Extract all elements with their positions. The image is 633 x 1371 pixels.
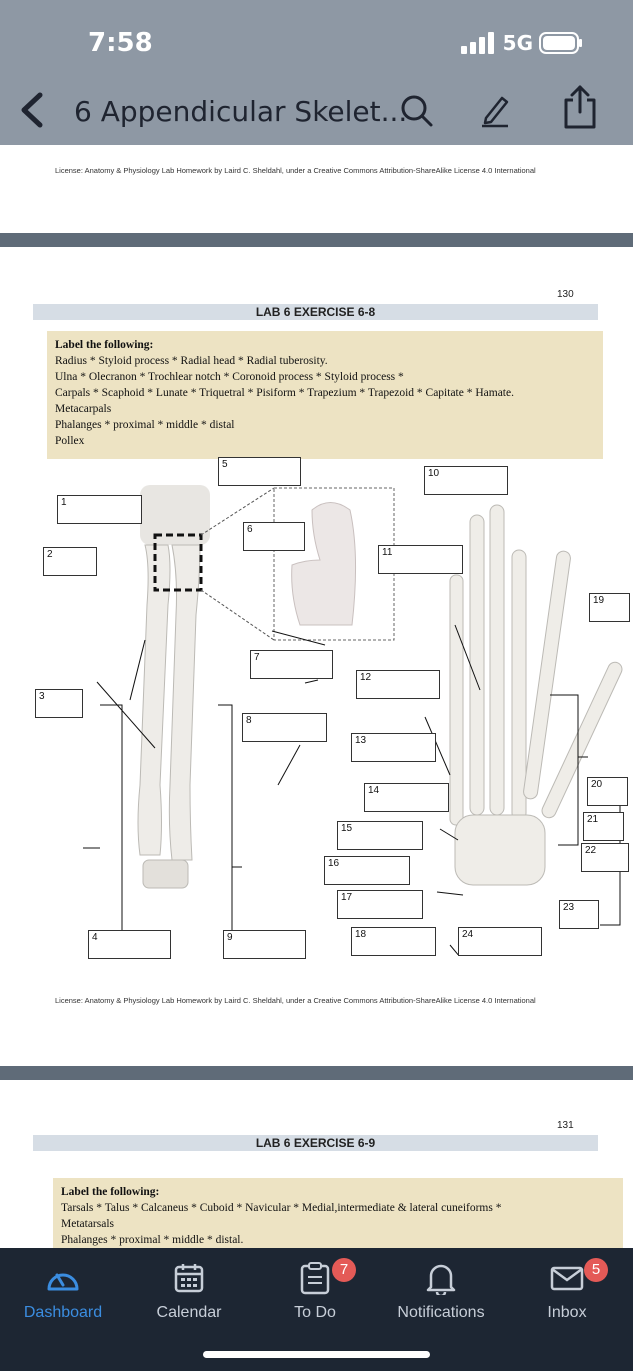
page-number: 130 [557, 289, 574, 300]
forearm-bones-illustration [137, 485, 210, 889]
label-box-24[interactable]: 24 [458, 927, 542, 956]
todo-icon [300, 1262, 330, 1295]
status-indicators: 5G [460, 31, 583, 55]
document-viewer[interactable]: License: Anatomy & Physiology Lab Homewo… [0, 145, 633, 1248]
page-separator [0, 233, 633, 247]
instruction-line: Phalanges * proximal * middle * distal. [61, 1234, 244, 1246]
label-box-4[interactable]: 4 [88, 930, 171, 959]
instructions-box: Label the following: Tarsals * Talus * C… [53, 1178, 623, 1248]
label-box-2[interactable]: 2 [43, 547, 97, 576]
tab-inbox[interactable]: 5 Inbox [504, 1248, 630, 1322]
label-box-19[interactable]: 19 [589, 593, 630, 622]
label-box-22[interactable]: 22 [581, 843, 629, 872]
instruction-line: Tarsals * Talus * Calcaneus * Cuboid * N… [61, 1202, 502, 1214]
label-box-7[interactable]: 7 [250, 650, 333, 679]
todo-badge: 7 [332, 1258, 356, 1282]
instructions-box: Label the following: Radius * Styloid pr… [47, 331, 603, 459]
label-box-20[interactable]: 20 [587, 777, 628, 806]
tab-bar: Dashboard Calendar 7 To Do [0, 1248, 633, 1371]
inbox-icon [550, 1266, 584, 1291]
instructions-heading: Label the following: [61, 1186, 160, 1198]
annotate-pen-icon[interactable] [478, 92, 512, 128]
instruction-line: Pollex [55, 435, 85, 447]
instruction-line: Radius * Styloid process * Radial head *… [55, 355, 328, 367]
zoom-region [153, 533, 203, 592]
network-type: 5G [502, 31, 533, 55]
license-text: License: Anatomy & Physiology Lab Homewo… [55, 996, 536, 1005]
instruction-line: Metatarsals [61, 1218, 115, 1230]
label-box-3[interactable]: 3 [35, 689, 83, 718]
label-box-13[interactable]: 13 [351, 733, 436, 762]
instruction-line: Ulna * Olecranon * Trochlear notch * Cor… [55, 371, 404, 383]
bell-icon [426, 1264, 456, 1295]
label-box-23[interactable]: 23 [559, 900, 599, 929]
dashboard-icon [47, 1273, 79, 1291]
anatomy-figure [83, 485, 623, 955]
inbox-badge: 5 [584, 1258, 608, 1282]
signal-icon [460, 32, 494, 54]
label-box-17[interactable]: 17 [337, 890, 423, 919]
status-time: 7:58 [88, 28, 153, 58]
back-chevron-icon[interactable] [18, 92, 46, 128]
instruction-line: Phalanges * proximal * middle * distal [55, 419, 235, 431]
label-box-11[interactable]: 11 [378, 545, 463, 574]
label-box-12[interactable]: 12 [356, 670, 440, 699]
share-icon[interactable] [562, 84, 598, 130]
page-separator [0, 1066, 633, 1080]
exercise-title: LAB 6 EXERCISE 6-8 [33, 304, 598, 320]
battery-icon [539, 32, 582, 54]
instruction-line: Carpals * Scaphoid * Lunate * Triquetral… [55, 387, 514, 399]
label-box-14[interactable]: 14 [364, 783, 449, 812]
hand-bones-illustration [449, 504, 623, 886]
label-box-8[interactable]: 8 [242, 713, 327, 742]
ulna-detail-illustration [291, 502, 357, 626]
label-box-16[interactable]: 16 [324, 856, 410, 885]
tab-dashboard[interactable]: Dashboard [0, 1248, 126, 1322]
page-number: 131 [557, 1120, 574, 1131]
label-box-18[interactable]: 18 [351, 927, 436, 956]
label-box-5[interactable]: 5 [218, 457, 301, 486]
app-header: 7:58 5G 6 Appendicular Skelet... [0, 0, 633, 145]
label-box-21[interactable]: 21 [583, 812, 624, 841]
page-title: 6 Appendicular Skelet... [74, 95, 408, 128]
search-icon[interactable] [400, 94, 434, 128]
label-box-10[interactable]: 10 [424, 466, 508, 495]
calendar-icon [174, 1264, 204, 1293]
license-text: License: Anatomy & Physiology Lab Homewo… [55, 166, 536, 175]
label-box-6[interactable]: 6 [243, 522, 305, 551]
exercise-title: LAB 6 EXERCISE 6-9 [33, 1135, 598, 1151]
tab-notifications[interactable]: Notifications [378, 1248, 504, 1322]
tab-calendar[interactable]: Calendar [126, 1248, 252, 1322]
instructions-heading: Label the following: [55, 339, 154, 351]
instruction-line: Metacarpals [55, 403, 112, 415]
label-box-15[interactable]: 15 [337, 821, 423, 850]
tab-todo[interactable]: 7 To Do [252, 1248, 378, 1322]
label-box-9[interactable]: 9 [223, 930, 306, 959]
label-box-1[interactable]: 1 [57, 495, 142, 524]
home-indicator[interactable] [203, 1351, 430, 1358]
